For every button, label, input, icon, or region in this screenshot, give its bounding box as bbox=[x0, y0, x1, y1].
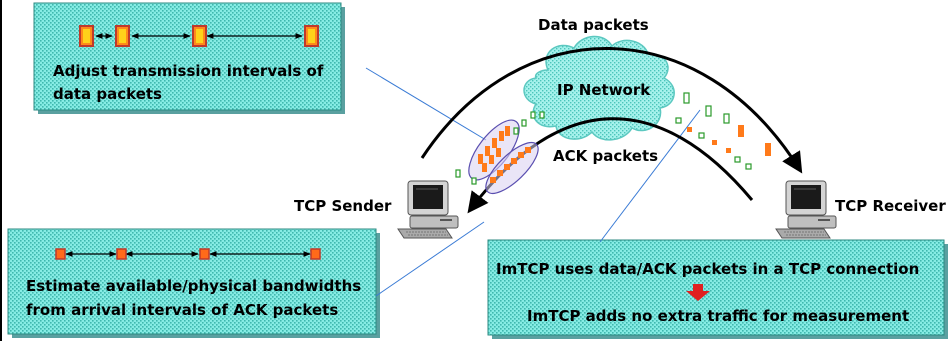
ip-network-cloud: IP Network bbox=[523, 35, 675, 141]
ack-packet bbox=[539, 111, 545, 119]
data-packet bbox=[478, 154, 483, 164]
data-packets-arrow bbox=[420, 47, 803, 174]
imtcp-box: ImTCP uses data/ACK packets in a TCP con… bbox=[487, 239, 948, 339]
ack-packet-spacing-illustration bbox=[55, 248, 321, 260]
ack-packet bbox=[698, 132, 705, 139]
data-packet bbox=[482, 163, 487, 172]
data-packet bbox=[489, 155, 494, 164]
ack-packet-icon bbox=[310, 248, 321, 260]
ack-packets-label: ACK packets bbox=[553, 147, 658, 165]
ack-packet bbox=[525, 147, 531, 153]
down-arrow-icon bbox=[686, 284, 710, 301]
ack-packet bbox=[726, 148, 731, 153]
adjust-box-line1: Adjust transmission intervals of bbox=[53, 62, 324, 80]
data-packet bbox=[492, 138, 497, 148]
ack-packet bbox=[521, 119, 527, 127]
ack-packet bbox=[712, 140, 717, 145]
ack-packet bbox=[687, 127, 692, 132]
receiver-packet-stream bbox=[675, 92, 771, 170]
ack-packet bbox=[745, 163, 752, 170]
ack-packet bbox=[455, 169, 461, 178]
ack-packet bbox=[497, 170, 503, 176]
tcp-sender-computer-icon bbox=[397, 180, 459, 239]
data-packet bbox=[738, 125, 744, 137]
ack-packet bbox=[530, 111, 536, 119]
ip-network-label: IP Network bbox=[557, 81, 651, 99]
data-packet bbox=[496, 148, 501, 157]
tcp-sender-label: TCP Sender bbox=[294, 197, 392, 215]
callout-line-estimate bbox=[375, 221, 485, 297]
ack-packet-icon bbox=[199, 248, 210, 260]
data-packets-label: Data packets bbox=[538, 16, 649, 34]
adjust-intervals-box: Adjust transmission intervals of data pa… bbox=[33, 2, 345, 114]
ack-packet-icon bbox=[55, 248, 66, 260]
imtcp-box-line1: ImTCP uses data/ACK packets in a TCP con… bbox=[496, 260, 919, 278]
data-packet bbox=[505, 126, 510, 136]
data-packet bbox=[683, 92, 690, 104]
tcp-receiver-label: TCP Receiver bbox=[835, 197, 946, 215]
data-packet bbox=[705, 105, 712, 117]
data-packet bbox=[485, 146, 490, 156]
adjust-box-line2: data packets bbox=[53, 85, 162, 103]
ack-packet bbox=[504, 164, 510, 170]
ack-packet bbox=[675, 117, 682, 124]
ack-packet-group-ellipse bbox=[485, 141, 539, 195]
estimate-box-line1: Estimate available/physical bandwidths bbox=[26, 277, 361, 295]
imtcp-box-line2: ImTCP adds no extra traffic for measurem… bbox=[527, 307, 909, 325]
ack-packet bbox=[490, 177, 496, 183]
ack-packet bbox=[734, 156, 741, 163]
ack-packet bbox=[513, 127, 519, 135]
callout-line-adjust bbox=[365, 67, 487, 141]
ack-packet-icon bbox=[116, 248, 127, 260]
callout-line-imtcp bbox=[599, 109, 701, 243]
estimate-bandwidth-box: Estimate available/physical bandwidths f… bbox=[7, 228, 380, 338]
tcp-receiver-computer-icon bbox=[775, 180, 837, 239]
ack-packet bbox=[471, 177, 477, 185]
data-packet bbox=[499, 131, 504, 141]
ack-packet bbox=[518, 152, 524, 158]
data-packet bbox=[723, 113, 730, 124]
data-packet bbox=[765, 143, 771, 156]
estimate-box-line2: from arrival intervals of ACK packets bbox=[26, 301, 338, 319]
sender-packet-groups bbox=[455, 111, 545, 195]
data-packet-spacing-illustration bbox=[79, 25, 319, 47]
ack-packet bbox=[511, 158, 517, 164]
